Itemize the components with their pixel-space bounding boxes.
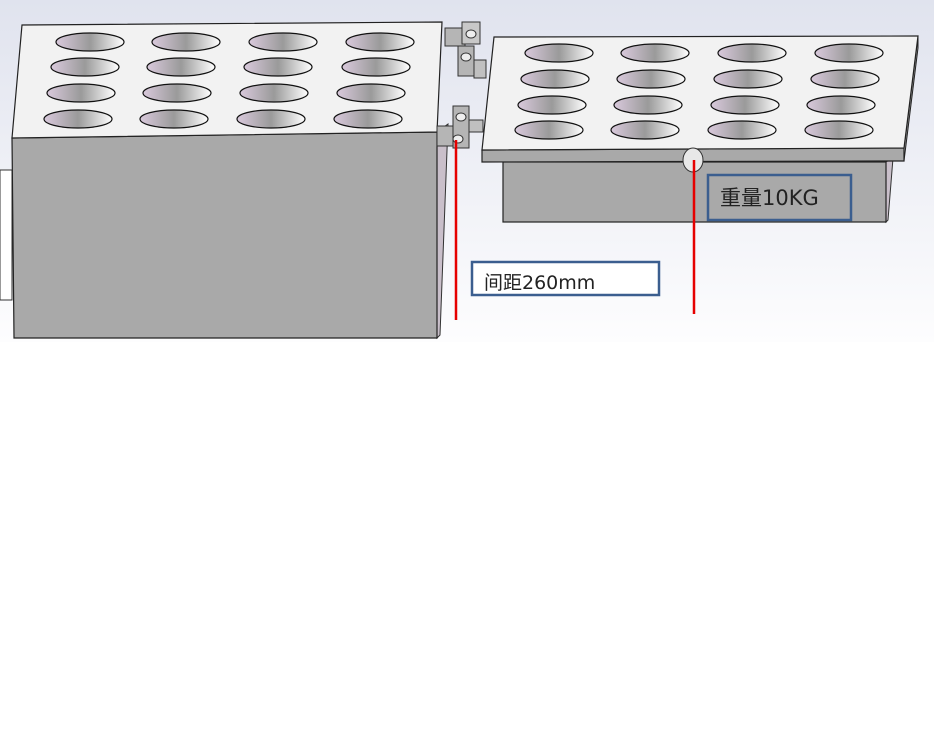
tube-hole bbox=[524, 43, 594, 63]
tube-hole bbox=[713, 69, 783, 89]
tube-hole bbox=[514, 120, 584, 140]
tube-hole bbox=[616, 69, 686, 89]
right-block-top-plate bbox=[481, 35, 919, 151]
tube-hole bbox=[814, 43, 884, 63]
spacing-label: 间距260mm bbox=[484, 272, 595, 294]
tube-hole bbox=[610, 120, 680, 140]
tube-hole bbox=[620, 43, 690, 63]
tube-hole bbox=[146, 57, 216, 77]
left-hole-grid bbox=[43, 32, 415, 129]
right-lid-block bbox=[481, 35, 919, 224]
weight-callout: 重量10KG bbox=[706, 173, 853, 222]
tube-hole bbox=[717, 43, 787, 63]
tube-hole bbox=[517, 95, 587, 115]
spacing-callout-box bbox=[470, 260, 661, 297]
left-block-front-face bbox=[11, 131, 438, 339]
tube-hole bbox=[810, 69, 880, 89]
tube-hole bbox=[707, 120, 777, 140]
tube-hole bbox=[333, 109, 403, 129]
right-hole-grid bbox=[514, 43, 884, 140]
left-heating-block bbox=[0, 21, 449, 340]
tube-hole bbox=[236, 109, 306, 129]
tube-hole bbox=[43, 109, 113, 129]
tube-hole bbox=[520, 69, 590, 89]
tube-hole bbox=[139, 109, 209, 129]
tube-hole bbox=[710, 95, 780, 115]
tube-hole bbox=[151, 32, 221, 52]
weight-callout-box bbox=[706, 173, 853, 222]
spacing-callout: 间距260mm bbox=[470, 260, 661, 297]
hinge-brackets bbox=[436, 21, 487, 149]
tube-hole bbox=[243, 57, 313, 77]
tube-hole bbox=[46, 83, 116, 103]
tube-hole bbox=[142, 83, 212, 103]
tube-hole bbox=[341, 57, 411, 77]
tube-hole bbox=[336, 83, 406, 103]
tube-hole bbox=[55, 32, 125, 52]
tube-hole bbox=[239, 83, 309, 103]
tube-hole bbox=[804, 120, 874, 140]
tube-hole bbox=[806, 95, 876, 115]
tube-hole bbox=[613, 95, 683, 115]
tube-hole bbox=[248, 32, 318, 52]
tube-hole bbox=[50, 57, 120, 77]
tube-hole bbox=[345, 32, 415, 52]
weight-label: 重量10KG bbox=[720, 186, 819, 210]
